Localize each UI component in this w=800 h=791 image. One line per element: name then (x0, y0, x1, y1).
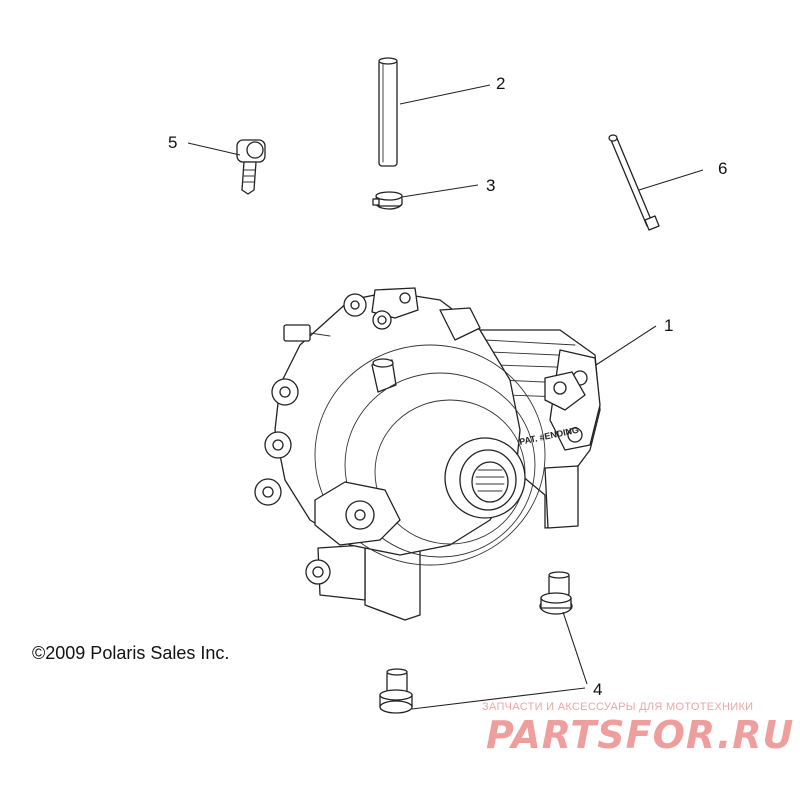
leader-5 (187, 142, 241, 156)
part-5-sensor (236, 139, 266, 195)
callout-1: 1 (664, 316, 673, 335)
leader-6 (638, 169, 704, 191)
leader-3 (401, 184, 479, 198)
leader-4a (562, 611, 588, 685)
callout-5: 5 (168, 133, 177, 152)
callout-2: 2 (496, 74, 505, 93)
copyright-notice: ©2009 Polaris Sales Inc. (32, 643, 229, 663)
leader-2 (399, 84, 491, 105)
leader-1 (595, 325, 657, 366)
callout-3: 3 (486, 176, 495, 195)
part-2-tube (378, 57, 398, 167)
callout-4: 4 (593, 680, 602, 699)
watermark-brand: PARTSFOR.RU (486, 713, 794, 757)
part-6-bolt (608, 134, 660, 231)
part-4-bolt-lower (379, 668, 413, 714)
part-1-gearcase: PAT. #ENDING (254, 287, 601, 621)
part-4-bolt-upper (539, 571, 573, 615)
leader-4b (411, 687, 586, 710)
watermark-tagline: ЗАПЧАСТИ И АКСЕССУАРЫ ДЛЯ МОТОТЕХНИКИ (482, 701, 753, 713)
part-3-clamp (372, 191, 403, 210)
callout-6: 6 (718, 159, 727, 178)
